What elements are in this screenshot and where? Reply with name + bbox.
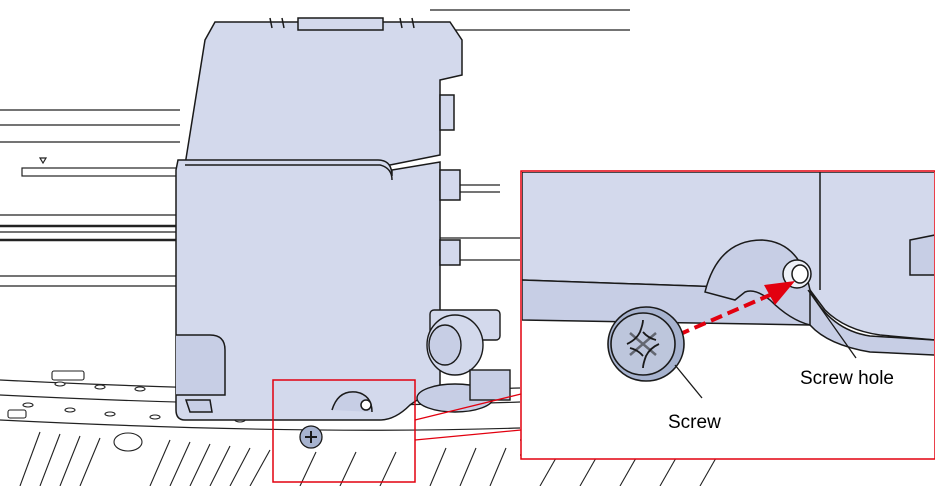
callout-leaders	[674, 289, 857, 399]
screw-small-icon	[299, 425, 323, 449]
platen-grooves	[19, 431, 717, 486]
phillips-screw-icon	[607, 306, 685, 382]
head-unit	[175, 17, 463, 421]
zoom-inset	[520, 170, 935, 460]
screw-hole-label: Screw hole	[800, 368, 894, 389]
screw-label: Screw	[668, 412, 721, 433]
adjust-knob	[416, 309, 511, 413]
dashed-arrow-icon	[677, 281, 795, 337]
highlight-box-small	[272, 379, 416, 483]
zoom-connector-lines	[414, 393, 522, 441]
